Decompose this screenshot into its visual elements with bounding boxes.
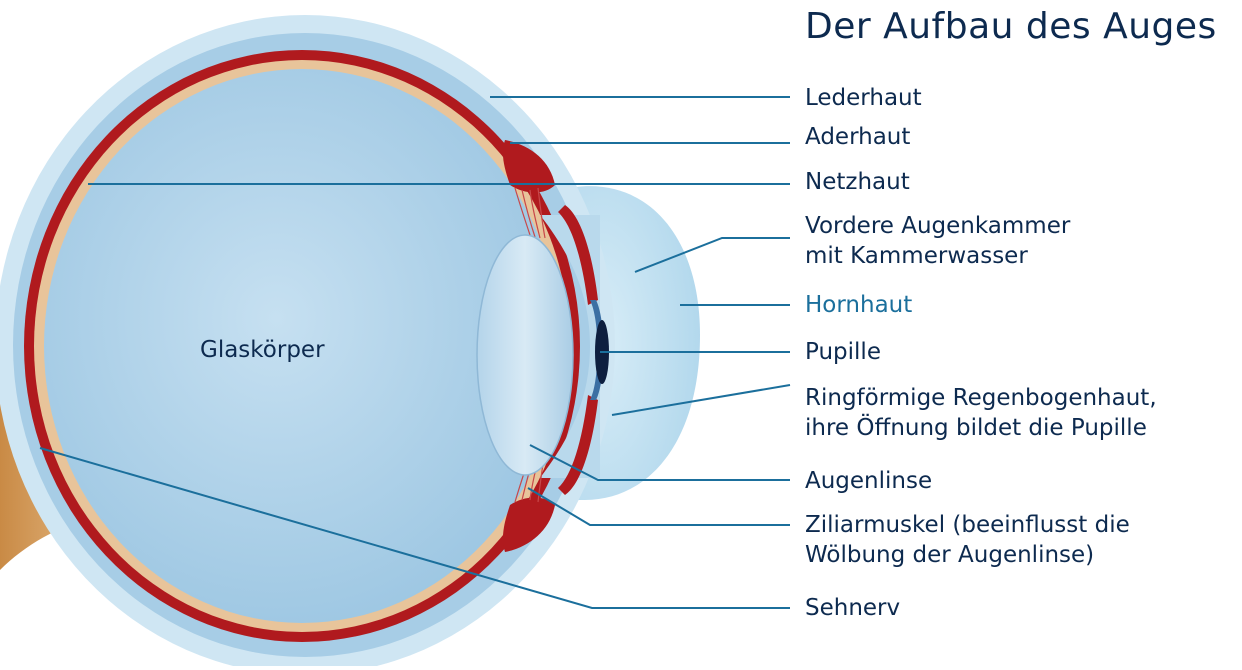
label-augenlinse: Augenlinse	[805, 466, 932, 496]
label-netzhaut: Netzhaut	[805, 167, 910, 197]
label-ziliarmuskel: Ziliarmuskel (beeinflusst die Wölbung de…	[805, 510, 1130, 570]
label-text: Pupille	[805, 337, 881, 367]
label-text: Augenlinse	[805, 466, 932, 496]
diagram-title: Der Aufbau des Auges	[805, 6, 1217, 47]
label-glaskoerper: Glaskörper	[200, 337, 325, 363]
label-lederhaut: Lederhaut	[805, 83, 922, 113]
label-text: Ringförmige Regenbogenhaut,	[805, 383, 1157, 413]
label-text: Aderhaut	[805, 122, 910, 152]
label-text: Netzhaut	[805, 167, 910, 197]
label-sehnerv: Sehnerv	[805, 593, 900, 623]
label-vordere-augenkammer: Vordere Augenkammer mit Kammerwasser	[805, 211, 1070, 271]
label-pupille: Pupille	[805, 337, 881, 367]
label-hornhaut: Hornhaut	[805, 290, 912, 320]
label-text: Hornhaut	[805, 290, 912, 320]
label-text: Ziliarmuskel (beeinflusst die	[805, 510, 1130, 540]
label-aderhaut: Aderhaut	[805, 122, 910, 152]
label-text: Vordere Augenkammer	[805, 211, 1070, 241]
label-regenbogenhaut: Ringförmige Regenbogenhaut, ihre Öffnung…	[805, 383, 1157, 443]
label-text: mit Kammerwasser	[805, 241, 1070, 271]
label-text: Sehnerv	[805, 593, 900, 623]
label-text: Lederhaut	[805, 83, 922, 113]
label-text: ihre Öffnung bildet die Pupille	[805, 413, 1157, 443]
label-text: Wölbung der Augenlinse)	[805, 540, 1130, 570]
lens	[477, 235, 573, 475]
